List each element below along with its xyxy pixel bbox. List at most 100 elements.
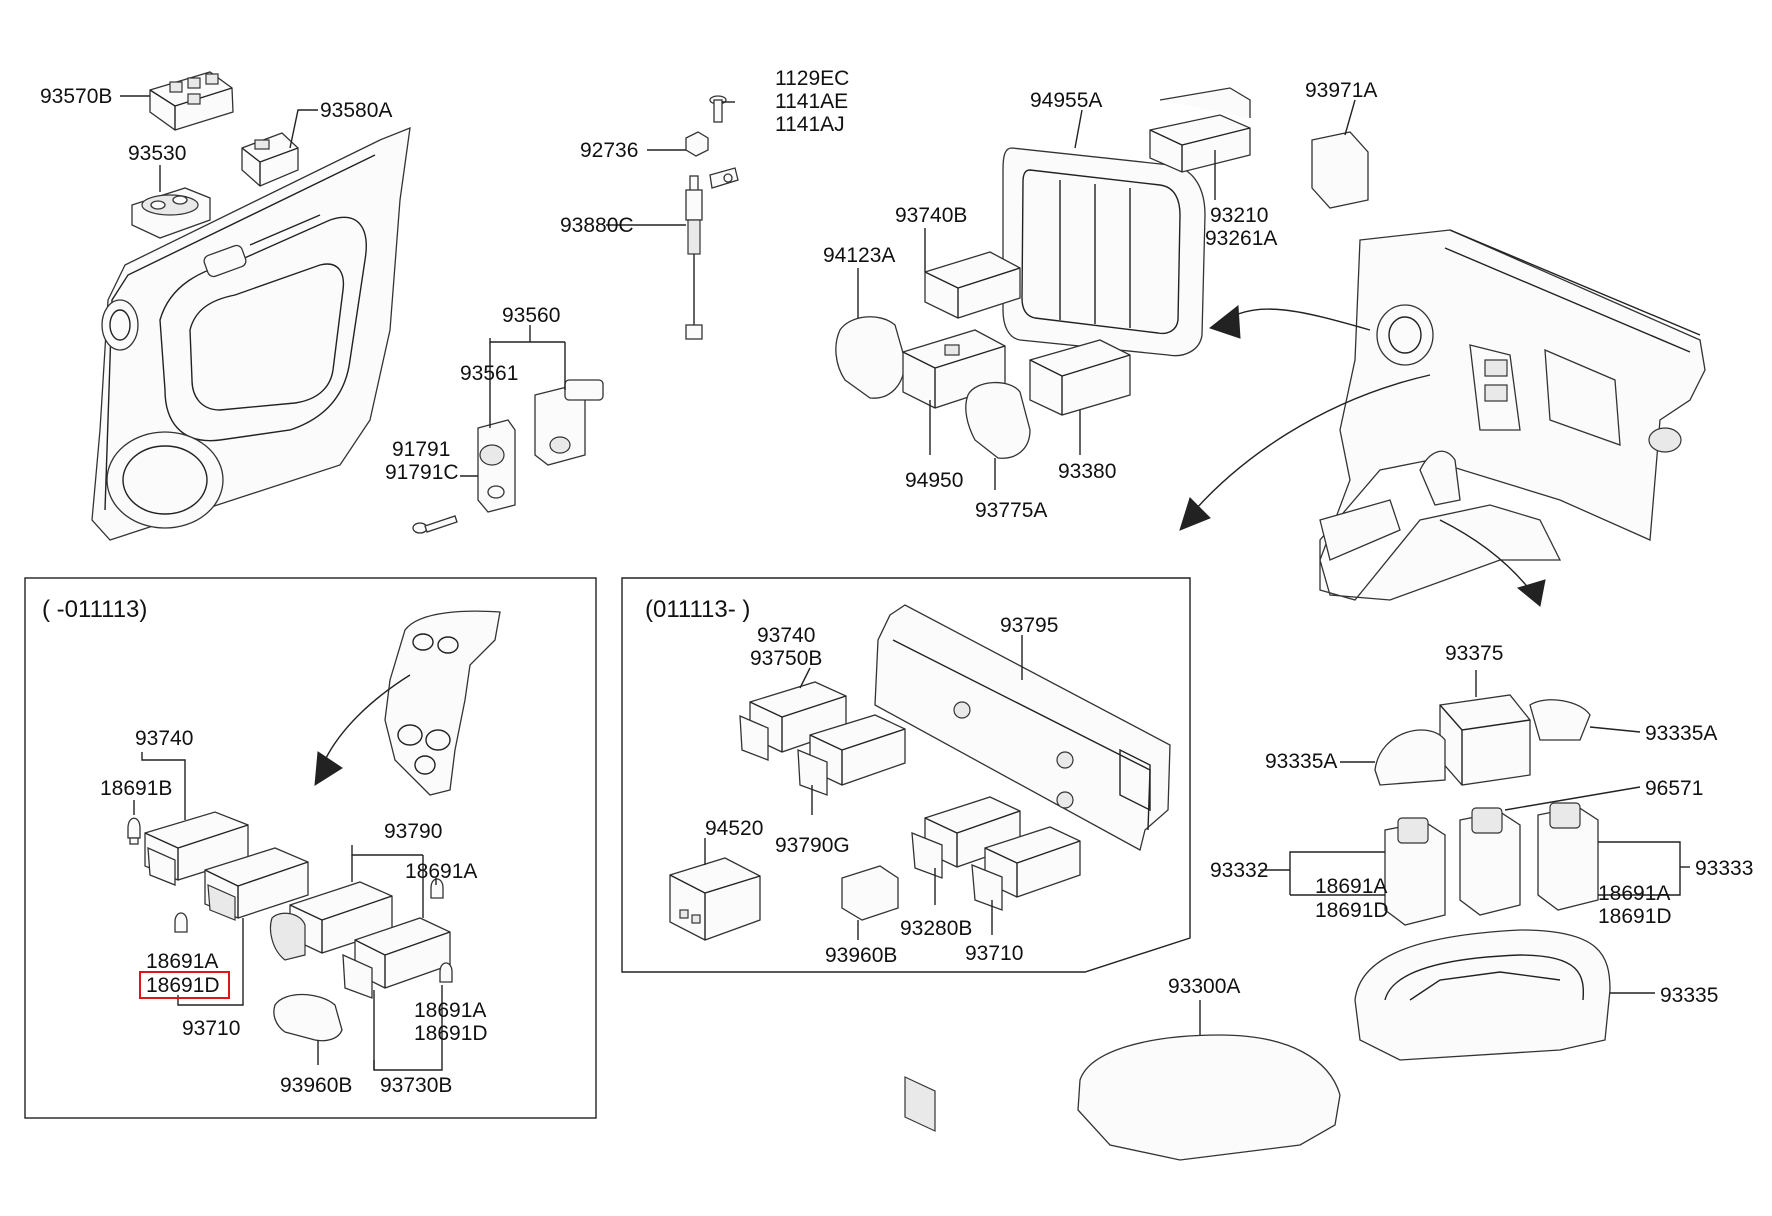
cap-93335A-right [1529, 699, 1591, 741]
box-early-label: ( -011113) [42, 596, 147, 623]
label-94950: 94950 [905, 469, 963, 492]
box-early-frame [24, 577, 597, 1119]
label-93300A: 93300A [1168, 975, 1240, 998]
label-93710-early: 93710 [182, 1017, 240, 1040]
panel-93971A [1311, 131, 1369, 209]
switch-93332 [1384, 817, 1446, 926]
bolt-1129EC [709, 95, 727, 123]
label-18691A-early-1: 18691A [146, 950, 218, 973]
label-93730B-early: 93730B [380, 1074, 452, 1097]
label-18691A-right-1: 18691A [1315, 875, 1387, 898]
label-91791C: 91791C [385, 461, 459, 484]
switch-93775A [965, 381, 1031, 459]
label-93790-early: 93790 [384, 820, 442, 843]
label-93880C: 93880C [560, 214, 634, 237]
box-late-label: (011113- ) [645, 596, 750, 623]
highlight-box-18691D [139, 971, 230, 999]
switch-93380 [1029, 339, 1131, 416]
label-96571: 96571 [1645, 777, 1703, 800]
relay-94520 [669, 857, 761, 941]
switch-93375 [1439, 694, 1531, 786]
bulb-18691A-early-1 [174, 912, 188, 933]
label-93261A: 93261A [1205, 227, 1277, 250]
label-93750B: 93750B [750, 647, 822, 670]
housing-93335 [1354, 929, 1611, 1061]
label-93971A: 93971A [1305, 79, 1377, 102]
dash-cluster-small [314, 610, 501, 796]
label-18691A-early-2: 18691A [405, 860, 477, 883]
screw-91791 [412, 515, 458, 534]
label-93333: 93333 [1695, 857, 1753, 880]
bracket-93795 [874, 604, 1171, 1132]
part-labels: 93570B 93580A 93530 1129EC 1141AE 1141AJ… [40, 67, 1753, 1097]
label-1129EC: 1129EC [775, 67, 849, 90]
label-93710-late: 93710 [965, 942, 1023, 965]
label-91791: 91791 [392, 438, 450, 461]
window-switch-93570B [149, 71, 234, 131]
bulb-18691B [127, 817, 141, 845]
hinge-93560 [534, 379, 604, 466]
label-94955A: 94955A [1030, 89, 1102, 112]
sensor-93880C [685, 167, 739, 340]
label-93740-early: 93740 [135, 727, 193, 750]
cover-93300A [1077, 1034, 1341, 1161]
label-93795: 93795 [1000, 614, 1058, 637]
label-93280B: 93280B [900, 917, 972, 940]
label-93561: 93561 [460, 362, 518, 385]
bulb-18691A-early-2 [430, 878, 444, 899]
label-18691D-early-3: 18691D [414, 1022, 488, 1045]
label-93335A-left: 93335A [1265, 750, 1337, 773]
switch-96571 [1459, 807, 1521, 916]
switch-93580A [241, 132, 299, 187]
cap-92736 [685, 131, 709, 157]
label-1141AJ: 1141AJ [775, 113, 845, 136]
label-18691D-highlighted: 18691D [146, 974, 220, 997]
label-93335: 93335 [1660, 984, 1718, 1007]
pointer-arrows [1179, 305, 1546, 607]
switch-94123A [835, 316, 906, 399]
switch-93333 [1537, 802, 1599, 911]
box-late-frame [621, 577, 1191, 973]
switch-93710-late [971, 826, 1081, 911]
label-93960B-early: 93960B [280, 1074, 352, 1097]
label-93740B: 93740B [895, 204, 967, 227]
label-93775A: 93775A [975, 499, 1047, 522]
label-94520: 94520 [705, 817, 763, 840]
label-18691D-right-2: 18691D [1598, 905, 1672, 928]
switch-93530 [131, 187, 211, 239]
label-18691A-right-2: 18691A [1598, 882, 1670, 905]
cap-93335A-left [1374, 729, 1446, 786]
label-94123A: 94123A [823, 244, 895, 267]
label-18691D-right-1: 18691D [1315, 899, 1389, 922]
bezel-94955A [1002, 147, 1206, 357]
label-93740-late: 93740 [757, 624, 815, 647]
label-93960B-late: 93960B [825, 944, 897, 967]
label-93380: 93380 [1058, 460, 1116, 483]
label-93332: 93332 [1210, 859, 1268, 882]
label-92736: 92736 [580, 139, 638, 162]
label-18691B: 18691B [100, 777, 172, 800]
switch-93790G [797, 714, 906, 796]
hinge-93561 [477, 419, 516, 513]
label-93580A: 93580A [320, 99, 392, 122]
cap-93960B-early [273, 993, 343, 1042]
label-93570B: 93570B [40, 85, 112, 108]
label-93335A-right: 93335A [1645, 722, 1717, 745]
switch-93210 [1149, 87, 1251, 173]
leader-lines [120, 95, 1690, 1071]
cap-93960B-late [841, 865, 899, 921]
label-1141AE: 1141AE [775, 90, 848, 113]
bulb-18691A-early-3 [439, 962, 453, 983]
label-93210: 93210 [1210, 204, 1268, 227]
dashboard-assembly [1319, 229, 1706, 601]
switch-93730B-early [342, 917, 451, 999]
label-93530: 93530 [128, 142, 186, 165]
label-93790G: 93790G [775, 834, 850, 857]
label-18691A-early-3: 18691A [414, 999, 486, 1022]
switch-93710-early [204, 847, 309, 921]
label-93375: 93375 [1445, 642, 1503, 665]
door-trim-panel [91, 126, 411, 541]
label-93560: 93560 [502, 304, 560, 327]
